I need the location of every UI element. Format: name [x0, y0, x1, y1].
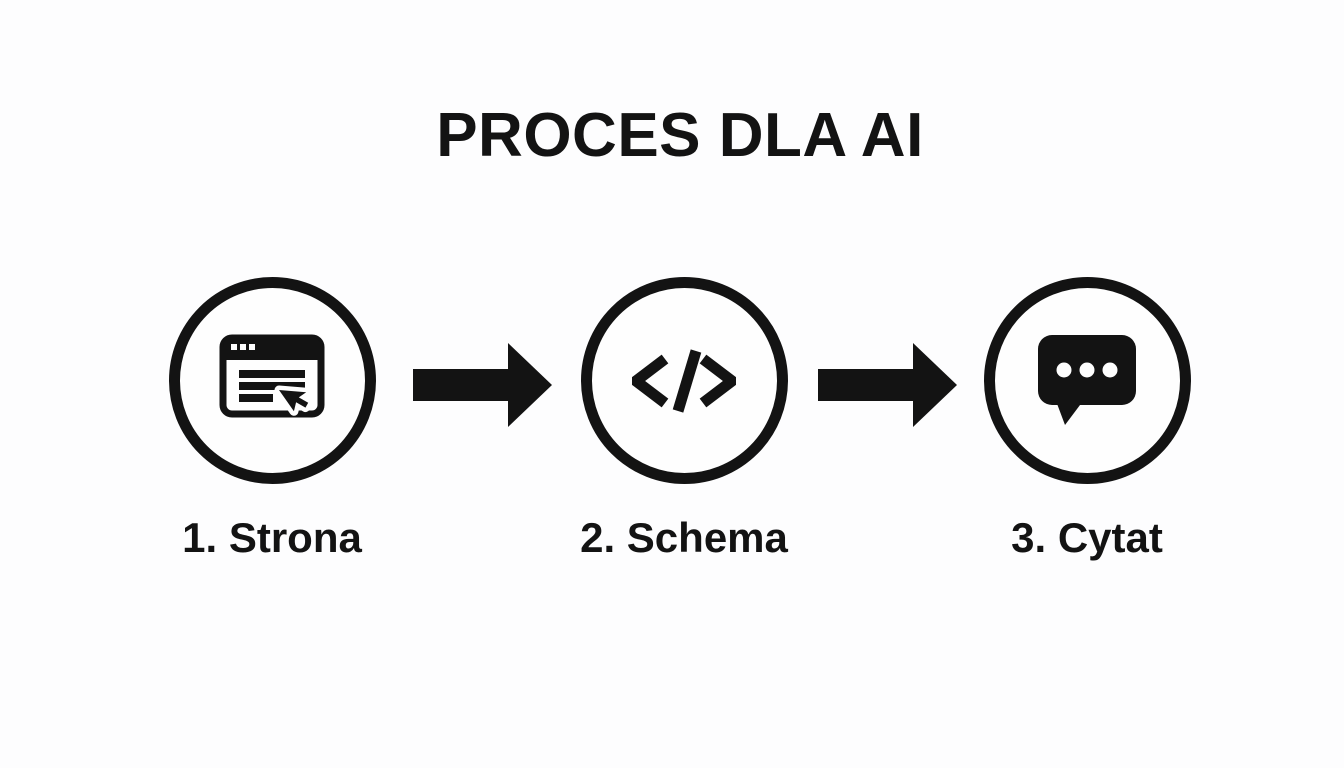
step-2-circle — [580, 277, 788, 484]
step-1-circle — [168, 277, 376, 484]
step-2-label: 2. Schema — [580, 514, 788, 561]
code-tag-icon — [632, 348, 736, 413]
step-1: 1. Strona — [132, 277, 412, 562]
step-2: 2. Schema — [544, 277, 824, 562]
step-1-label: 1. Strona — [182, 514, 362, 561]
diagram-title: PROCES DLA AI — [436, 101, 924, 170]
step-3-label: 3. Cytat — [1011, 514, 1163, 561]
step-3: 3. Cytat — [947, 277, 1227, 562]
step-3-circle — [983, 277, 1191, 484]
arrow-right-icon — [818, 343, 957, 427]
arrow-right-icon — [413, 343, 552, 427]
chat-bubble-icon — [1038, 334, 1136, 425]
browser-window-cursor-icon — [219, 334, 325, 417]
